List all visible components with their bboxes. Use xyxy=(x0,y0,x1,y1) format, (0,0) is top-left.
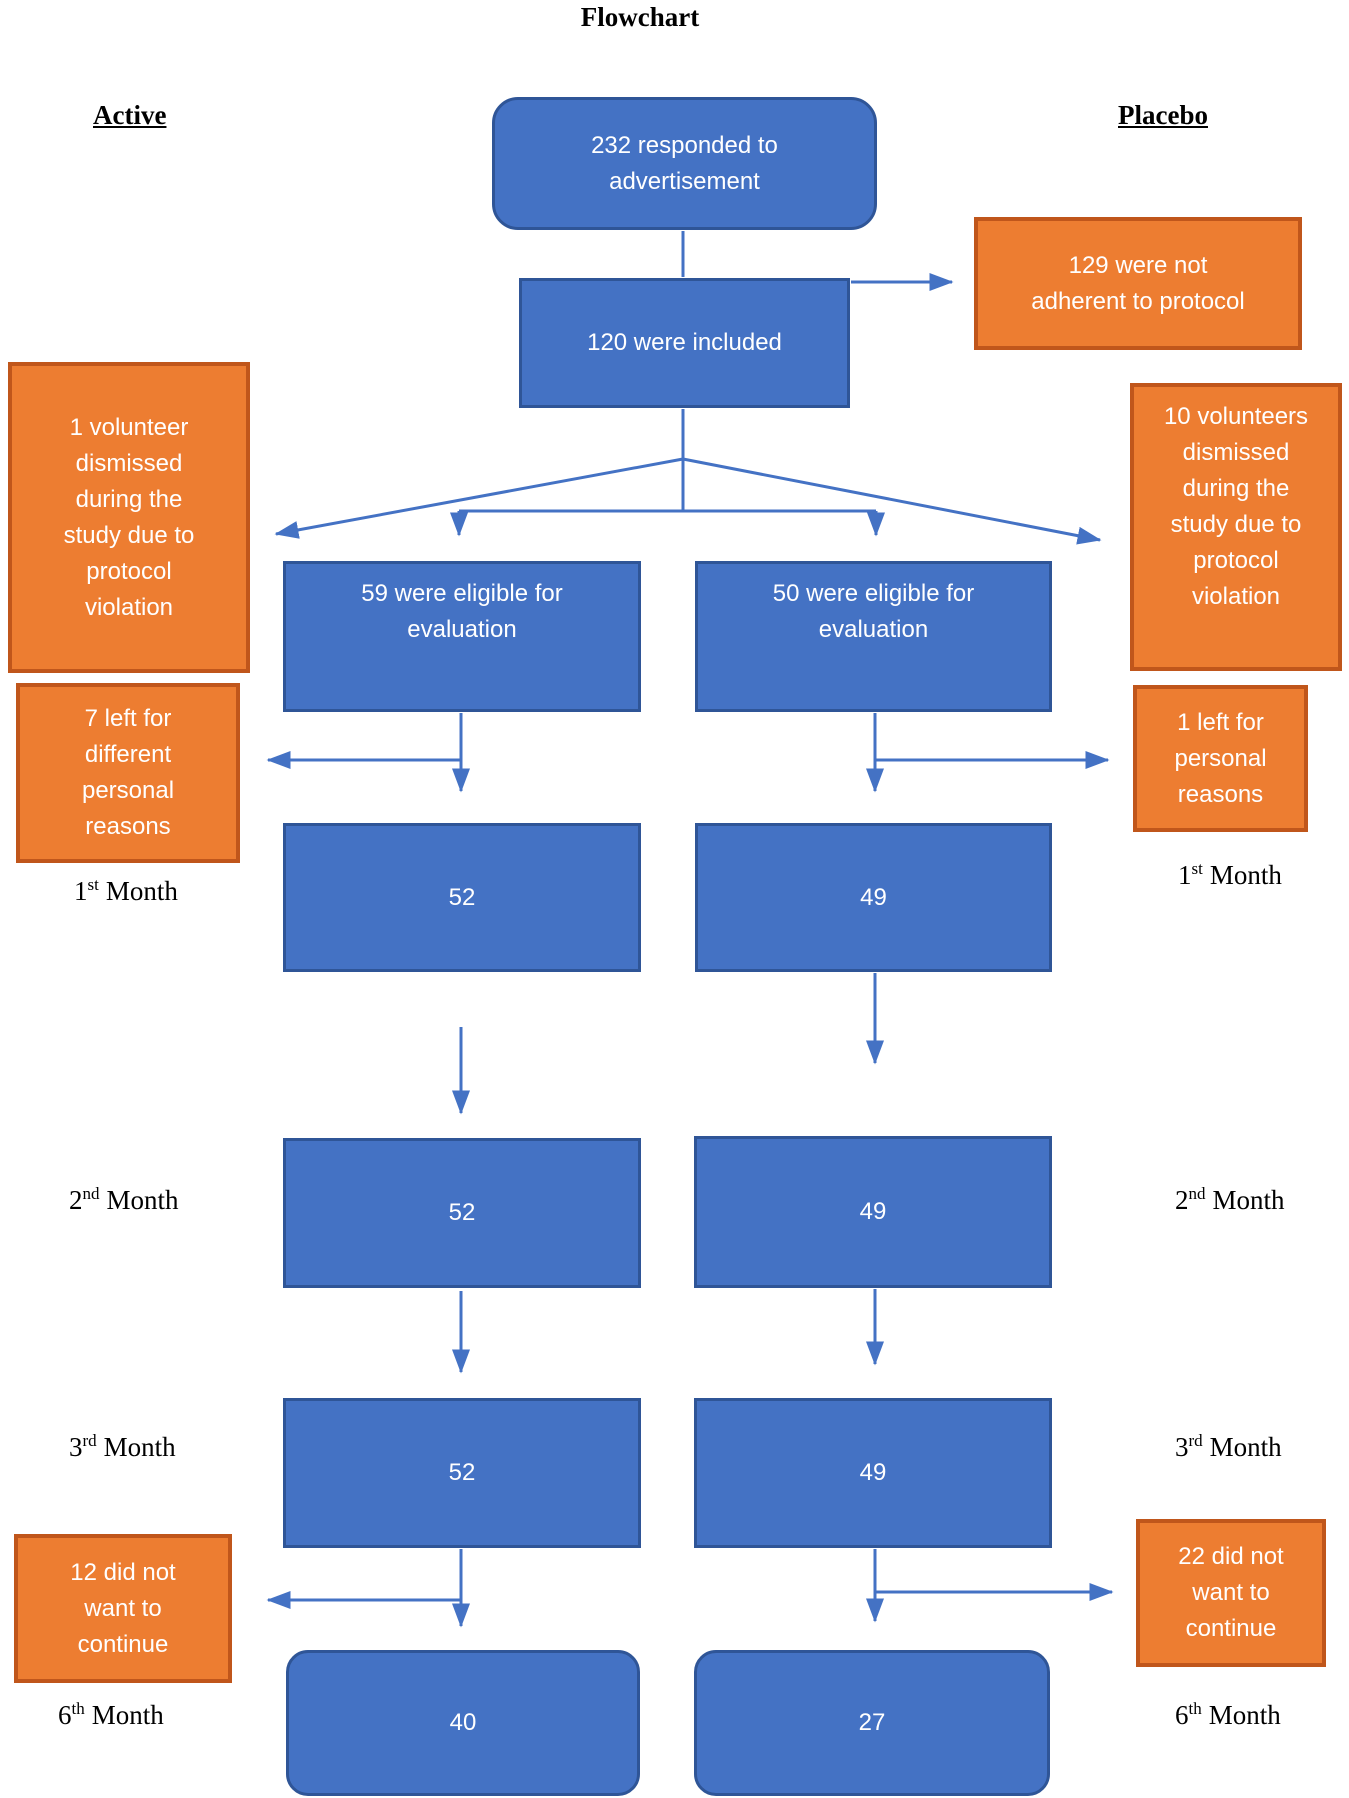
node-active-month2: 52 xyxy=(283,1138,641,1288)
month-label-placebo-3: 3rd Month xyxy=(1175,1432,1282,1462)
month-number: 2 xyxy=(69,1185,83,1215)
node-not-adherent: 129 were not adherent to protocol xyxy=(974,217,1302,350)
arrow-branch-placebo-dismissed xyxy=(682,457,1102,545)
column-label-placebo: Placebo xyxy=(1118,100,1208,130)
node-active-dismissed: 1 volunteer dismissed during the study d… xyxy=(8,362,250,673)
month-word: Month xyxy=(106,1185,179,1215)
node-placebo-month1: 49 xyxy=(695,823,1052,972)
month-word: Month xyxy=(103,1432,176,1462)
month-ordinal: rd xyxy=(82,1431,97,1450)
node-active-month1: 52 xyxy=(283,823,641,972)
month-number: 1 xyxy=(1178,860,1192,890)
node-active-month3: 52 xyxy=(283,1398,641,1548)
month-ordinal: nd xyxy=(82,1184,100,1203)
month-label-placebo-1: 1st Month xyxy=(1178,860,1282,890)
diagram-title: Flowchart xyxy=(580,2,700,32)
month-ordinal: th xyxy=(1188,1699,1202,1718)
month-label-active-1: 1st Month xyxy=(74,876,178,906)
node-active-left-reasons: 7 left for different personal reasons xyxy=(16,683,240,863)
month-label-placebo-2: 2nd Month xyxy=(1175,1185,1285,1215)
month-word: Month xyxy=(1212,1185,1285,1215)
month-label-active-2: 2nd Month xyxy=(69,1185,179,1215)
arrow-branch-active-dismissed xyxy=(274,457,684,539)
month-number: 3 xyxy=(69,1432,83,1462)
month-number: 6 xyxy=(1175,1700,1189,1730)
node-included: 120 were included xyxy=(519,278,850,408)
month-ordinal: nd xyxy=(1188,1184,1206,1203)
node-placebo-dropout: 22 did not want to continue xyxy=(1136,1519,1326,1667)
month-label-active-3: 3rd Month xyxy=(69,1432,176,1462)
month-word: Month xyxy=(91,1700,164,1730)
month-word: Month xyxy=(1209,1432,1282,1462)
month-label-placebo-6: 6th Month xyxy=(1175,1700,1281,1730)
node-placebo-month3: 49 xyxy=(694,1398,1052,1548)
month-ordinal: th xyxy=(71,1699,85,1718)
month-word: Month xyxy=(105,876,178,906)
node-placebo-eligible: 50 were eligible for evaluation xyxy=(695,561,1052,712)
month-ordinal: rd xyxy=(1188,1431,1203,1450)
column-label-active: Active xyxy=(93,100,167,130)
node-placebo-month6: 27 xyxy=(694,1650,1050,1796)
month-number: 1 xyxy=(74,876,88,906)
month-number: 3 xyxy=(1175,1432,1189,1462)
node-responded: 232 responded to advertisement xyxy=(492,97,877,230)
node-placebo-left-reasons: 1 left for personal reasons xyxy=(1133,685,1308,832)
month-word: Month xyxy=(1209,860,1282,890)
node-active-month6: 40 xyxy=(286,1650,640,1796)
month-ordinal: st xyxy=(87,875,99,894)
month-number: 6 xyxy=(58,1700,72,1730)
node-placebo-dismissed: 10 volunteers dismissed during the study… xyxy=(1130,383,1342,671)
month-word: Month xyxy=(1208,1700,1281,1730)
month-number: 2 xyxy=(1175,1185,1189,1215)
node-placebo-month2: 49 xyxy=(694,1136,1052,1288)
node-active-eligible: 59 were eligible for evaluation xyxy=(283,561,641,712)
node-active-dropout: 12 did not want to continue xyxy=(14,1534,232,1683)
month-label-active-6: 6th Month xyxy=(58,1700,164,1730)
month-ordinal: st xyxy=(1191,859,1203,878)
